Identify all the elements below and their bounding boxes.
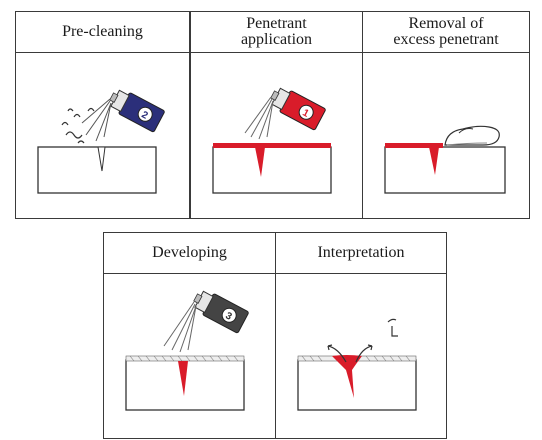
indication-arrows (327, 344, 373, 363)
svg-text:3: 3 (223, 310, 233, 323)
svg-text:1: 1 (300, 107, 310, 120)
spray-mist (163, 301, 197, 353)
penetrant-in-crack (178, 361, 188, 396)
penetrant-application-illustration: 1 (212, 87, 332, 194)
penetrant-in-crack (255, 147, 265, 177)
surface-crack (97, 146, 106, 172)
step-title: Developing (104, 233, 275, 274)
test-specimen (37, 146, 157, 194)
test-specimen (384, 146, 506, 194)
spray-mist (244, 96, 274, 140)
cleaner-spray-can: 2 (109, 89, 165, 133)
pre-cleaning-illustration: 2 (37, 89, 165, 194)
developer-spray-can: 3 (193, 290, 249, 334)
interpretation-illustration (297, 318, 417, 411)
step-title: Interpretation (276, 233, 446, 274)
test-specimen (212, 146, 332, 194)
penetrant-in-crack (429, 147, 439, 175)
step-title: Pre-cleaning (16, 12, 189, 53)
cloth-fold (458, 128, 474, 134)
inspector-eye-icon (387, 318, 398, 337)
dirt-particles (61, 107, 95, 144)
bleed-out-indication (332, 355, 362, 398)
spray-mist (81, 98, 112, 142)
step-title: Penetrant application (191, 12, 362, 53)
svg-text:2: 2 (139, 109, 149, 122)
removal-illustration (384, 125, 506, 194)
penetrant-layer (213, 143, 331, 148)
step-penetrant-application-panel: Penetrant application 1 (190, 11, 363, 219)
wiping-cloth (444, 125, 500, 146)
step-pre-cleaning-panel: Pre-cleaning 2 (15, 11, 190, 219)
step-removal-panel: Removal of excess penetrant (362, 11, 530, 219)
step-title: Removal of excess penetrant (363, 12, 529, 53)
test-specimen (297, 359, 417, 411)
step-interpretation-panel: Interpretation (275, 232, 447, 439)
penetrant-spray-can: 1 (270, 87, 326, 131)
developing-illustration: 3 (125, 290, 249, 411)
step-developing-panel: Developing 3 (103, 232, 276, 439)
remaining-penetrant (385, 143, 443, 148)
